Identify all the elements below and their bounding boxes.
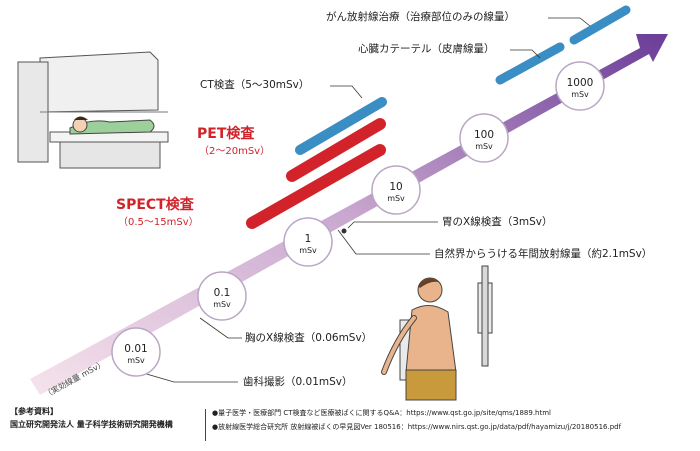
scale-node-0.1: 0.1 mSv <box>197 271 247 321</box>
catheter-leader <box>510 49 541 59</box>
scale-value: 10 <box>389 181 402 193</box>
natural-leader <box>337 229 430 255</box>
scale-value: 1000 <box>567 77 594 89</box>
pet-dose-bar <box>286 118 386 182</box>
scale-value: 100 <box>474 129 494 141</box>
scale-node-100: 100 mSv <box>459 113 509 163</box>
reference-org: 国立研究開発法人 量子科学技術研究開発機構 <box>10 420 173 429</box>
scale-unit: mSv <box>571 90 589 99</box>
scanner-illustration <box>10 50 169 180</box>
radiotherapy-dose-bar <box>569 5 631 45</box>
dose-scale-arrow <box>30 34 668 395</box>
scale-node-1000: 1000 mSv <box>555 61 605 111</box>
radiotherapy-leader <box>548 17 591 27</box>
stomach-leader <box>347 221 438 229</box>
scale-value: 1 <box>305 233 312 245</box>
pet-label: PET検査 <box>197 126 255 142</box>
reference-title: 【参考資料】 <box>10 407 58 416</box>
scale-node-1: 1 mSv <box>283 217 333 267</box>
spect-range: （0.5～15mSv） <box>118 217 199 228</box>
reference-item: ●量子医学・医療部門 CT検査など医療被ばくに関するQ&A：https://ww… <box>212 409 551 417</box>
chest-label: 胸のX線検査（0.06mSv） <box>245 332 373 344</box>
scale-value: 0.01 <box>124 343 147 355</box>
ct-dose-bar <box>295 97 387 155</box>
scale-unit: mSv <box>213 300 231 309</box>
scale-node-10: 10 mSv <box>371 165 421 215</box>
reference-item: ●放射線医学総合研究所 放射線被ばくの早見図Ver 180516：https:/… <box>212 423 622 431</box>
scale-unit: mSv <box>387 194 405 203</box>
catheter-label: 心臓カテーテル（皮膚線量） <box>358 43 495 55</box>
reference-footer: 【参考資料】 国立研究開発法人 量子科学技術研究開発機構 ●量子医学・医療部門 … <box>0 405 700 447</box>
ct-leader <box>330 85 363 99</box>
ct-label: CT検査（5～30mSv） <box>200 79 310 91</box>
spect-dose-bar <box>246 144 386 229</box>
scale-value: 0.1 <box>214 287 231 299</box>
natural-label: 自然界からうける年間放射線量（約2.1mSv） <box>434 248 653 260</box>
scale-node-0.01: 0.01 mSv <box>111 327 161 377</box>
dental-label: 歯科撮影（0.01mSv） <box>243 376 353 388</box>
scale-unit: mSv <box>299 246 317 255</box>
radiotherapy-label: がん放射線治療（治療部位のみの線量） <box>326 11 515 23</box>
chest-leader <box>199 317 242 339</box>
catheter-dose-bar <box>495 42 565 85</box>
scale-unit: mSv <box>475 142 493 151</box>
stomach-label: 胃のX線検査（3mSv） <box>442 216 553 228</box>
stomach-marker <box>341 228 347 234</box>
footer-divider <box>205 409 206 441</box>
spect-label: SPECT検査 <box>116 197 194 213</box>
patient-illustration <box>381 265 493 401</box>
pet-range: （2～20mSv） <box>199 146 271 157</box>
scale-unit: mSv <box>127 356 145 365</box>
